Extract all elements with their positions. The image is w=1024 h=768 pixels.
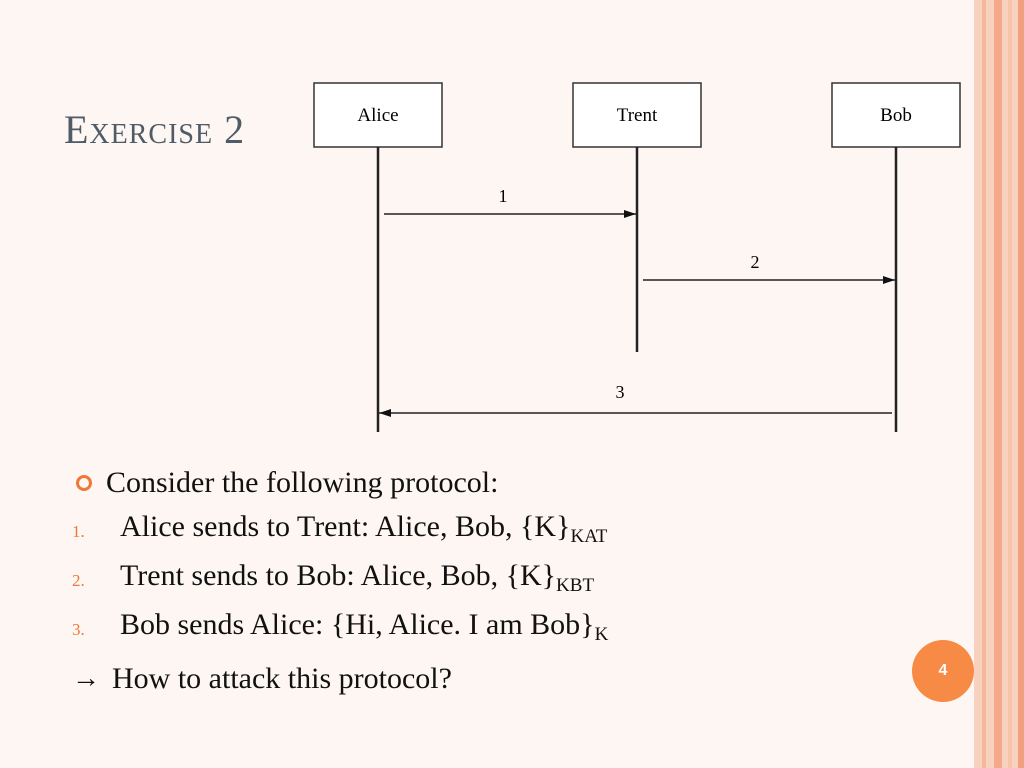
intro-text: Consider the following protocol: xyxy=(106,466,499,499)
slide-title: Exercise 2 xyxy=(64,107,246,152)
step-subscript: KBT xyxy=(556,575,595,596)
step-subscript: KAT xyxy=(570,526,608,547)
question-text: How to attack this protocol? xyxy=(112,662,452,695)
step-subscript: K xyxy=(594,624,609,645)
slide-body: Consider the following protocol: 1. Alic… xyxy=(72,458,872,703)
actor-label-bob: Bob xyxy=(880,105,912,126)
step-text: Bob sends Alice: {Hi, Alice. I am Bob}K xyxy=(120,608,609,645)
message-label-3: 3 xyxy=(616,382,625,402)
step-number: 2. xyxy=(72,571,85,590)
actor-trent: Trent xyxy=(572,82,702,148)
step-text: Trent sends to Bob: Alice, Bob, {K}KBT xyxy=(120,559,595,596)
actor-label-alice: Alice xyxy=(357,105,398,126)
message-label-1: 1 xyxy=(499,186,508,206)
slide-right-border xyxy=(974,0,1024,768)
actor-bob: Bob xyxy=(831,82,961,148)
bullet-ring-icon xyxy=(76,474,92,491)
step-number: 3. xyxy=(72,620,85,639)
question-line: → How to attack this protocol? xyxy=(72,654,872,703)
step-number: 1. xyxy=(72,522,85,541)
actor-alice: Alice xyxy=(313,82,443,148)
actor-label-trent: Trent xyxy=(617,105,658,126)
sequence-diagram: Alice Trent Bob 1 2 3 xyxy=(313,82,961,432)
step-3: 3. Bob sends Alice: {Hi, Alice. I am Bob… xyxy=(72,605,872,654)
message-label-2: 2 xyxy=(751,252,760,272)
step-2: 2. Trent sends to Bob: Alice, Bob, {K}KB… xyxy=(72,556,872,605)
page-number-badge: 4 xyxy=(912,640,974,702)
right-arrow-icon: → xyxy=(72,663,100,694)
step-text: Alice sends to Trent: Alice, Bob, {K}KAT xyxy=(120,510,608,547)
intro-bullet: Consider the following protocol: xyxy=(72,458,872,507)
step-1: 1. Alice sends to Trent: Alice, Bob, {K}… xyxy=(72,507,872,556)
